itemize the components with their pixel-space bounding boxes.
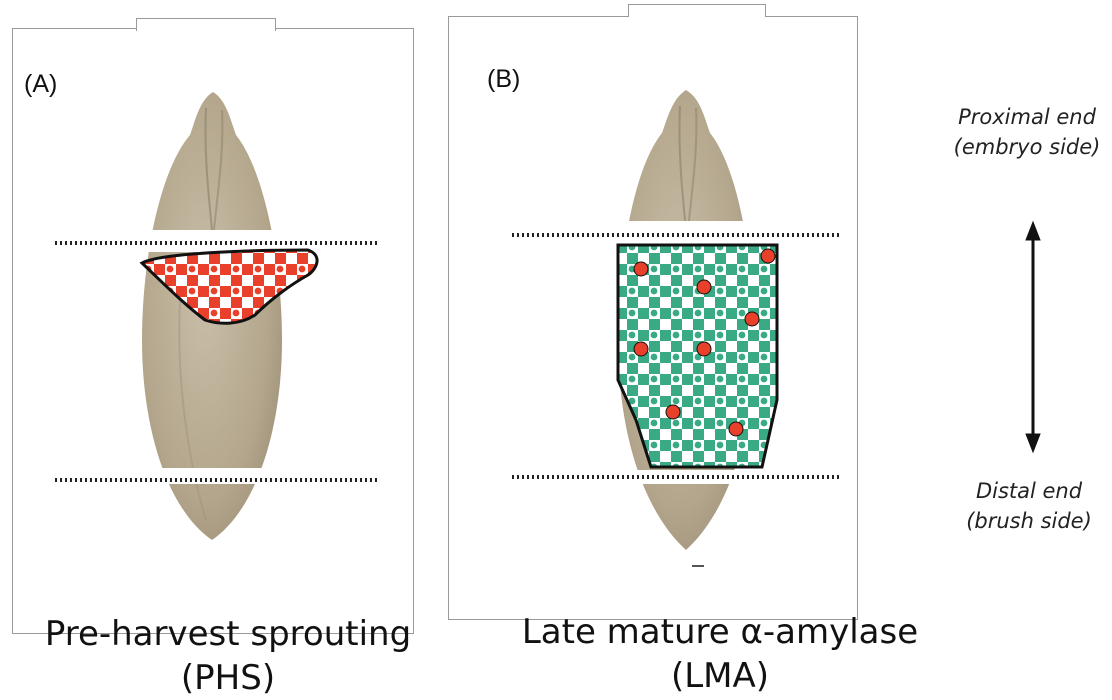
red-spot — [697, 342, 711, 356]
band-b-bottom — [600, 470, 770, 484]
proximal-end-label: Proximal end (embryo side) — [942, 102, 1112, 162]
red-spot — [634, 342, 648, 356]
red-spot — [634, 262, 648, 276]
caption-phs-line2: (PHS) — [18, 656, 438, 700]
caption-lma-line1: Late mature α-amylase — [490, 610, 950, 654]
caption-lma: Late mature α-amylase (LMA) — [490, 610, 950, 698]
red-spot — [745, 312, 759, 326]
caption-lma-line2: (LMA) — [490, 654, 950, 698]
double-arrow-icon — [1026, 222, 1040, 452]
caption-phs-line1: Pre-harvest sprouting — [18, 612, 438, 656]
proximal-end-title: Proximal end — [942, 102, 1112, 132]
panel-b-label: (B) — [487, 65, 520, 94]
proximal-end-subtitle: (embryo side) — [942, 132, 1112, 162]
red-spot — [729, 422, 743, 436]
panel-a-label: (A) — [24, 70, 57, 99]
caption-phs: Pre-harvest sprouting (PHS) — [18, 612, 438, 700]
red-spot — [666, 405, 680, 419]
distal-end-subtitle: (brush side) — [944, 506, 1112, 536]
distal-end-title: Distal end — [944, 476, 1112, 506]
band-b-top — [600, 221, 770, 245]
distal-end-label: Distal end (brush side) — [944, 476, 1112, 536]
red-spot — [697, 280, 711, 294]
red-spot — [761, 249, 775, 263]
